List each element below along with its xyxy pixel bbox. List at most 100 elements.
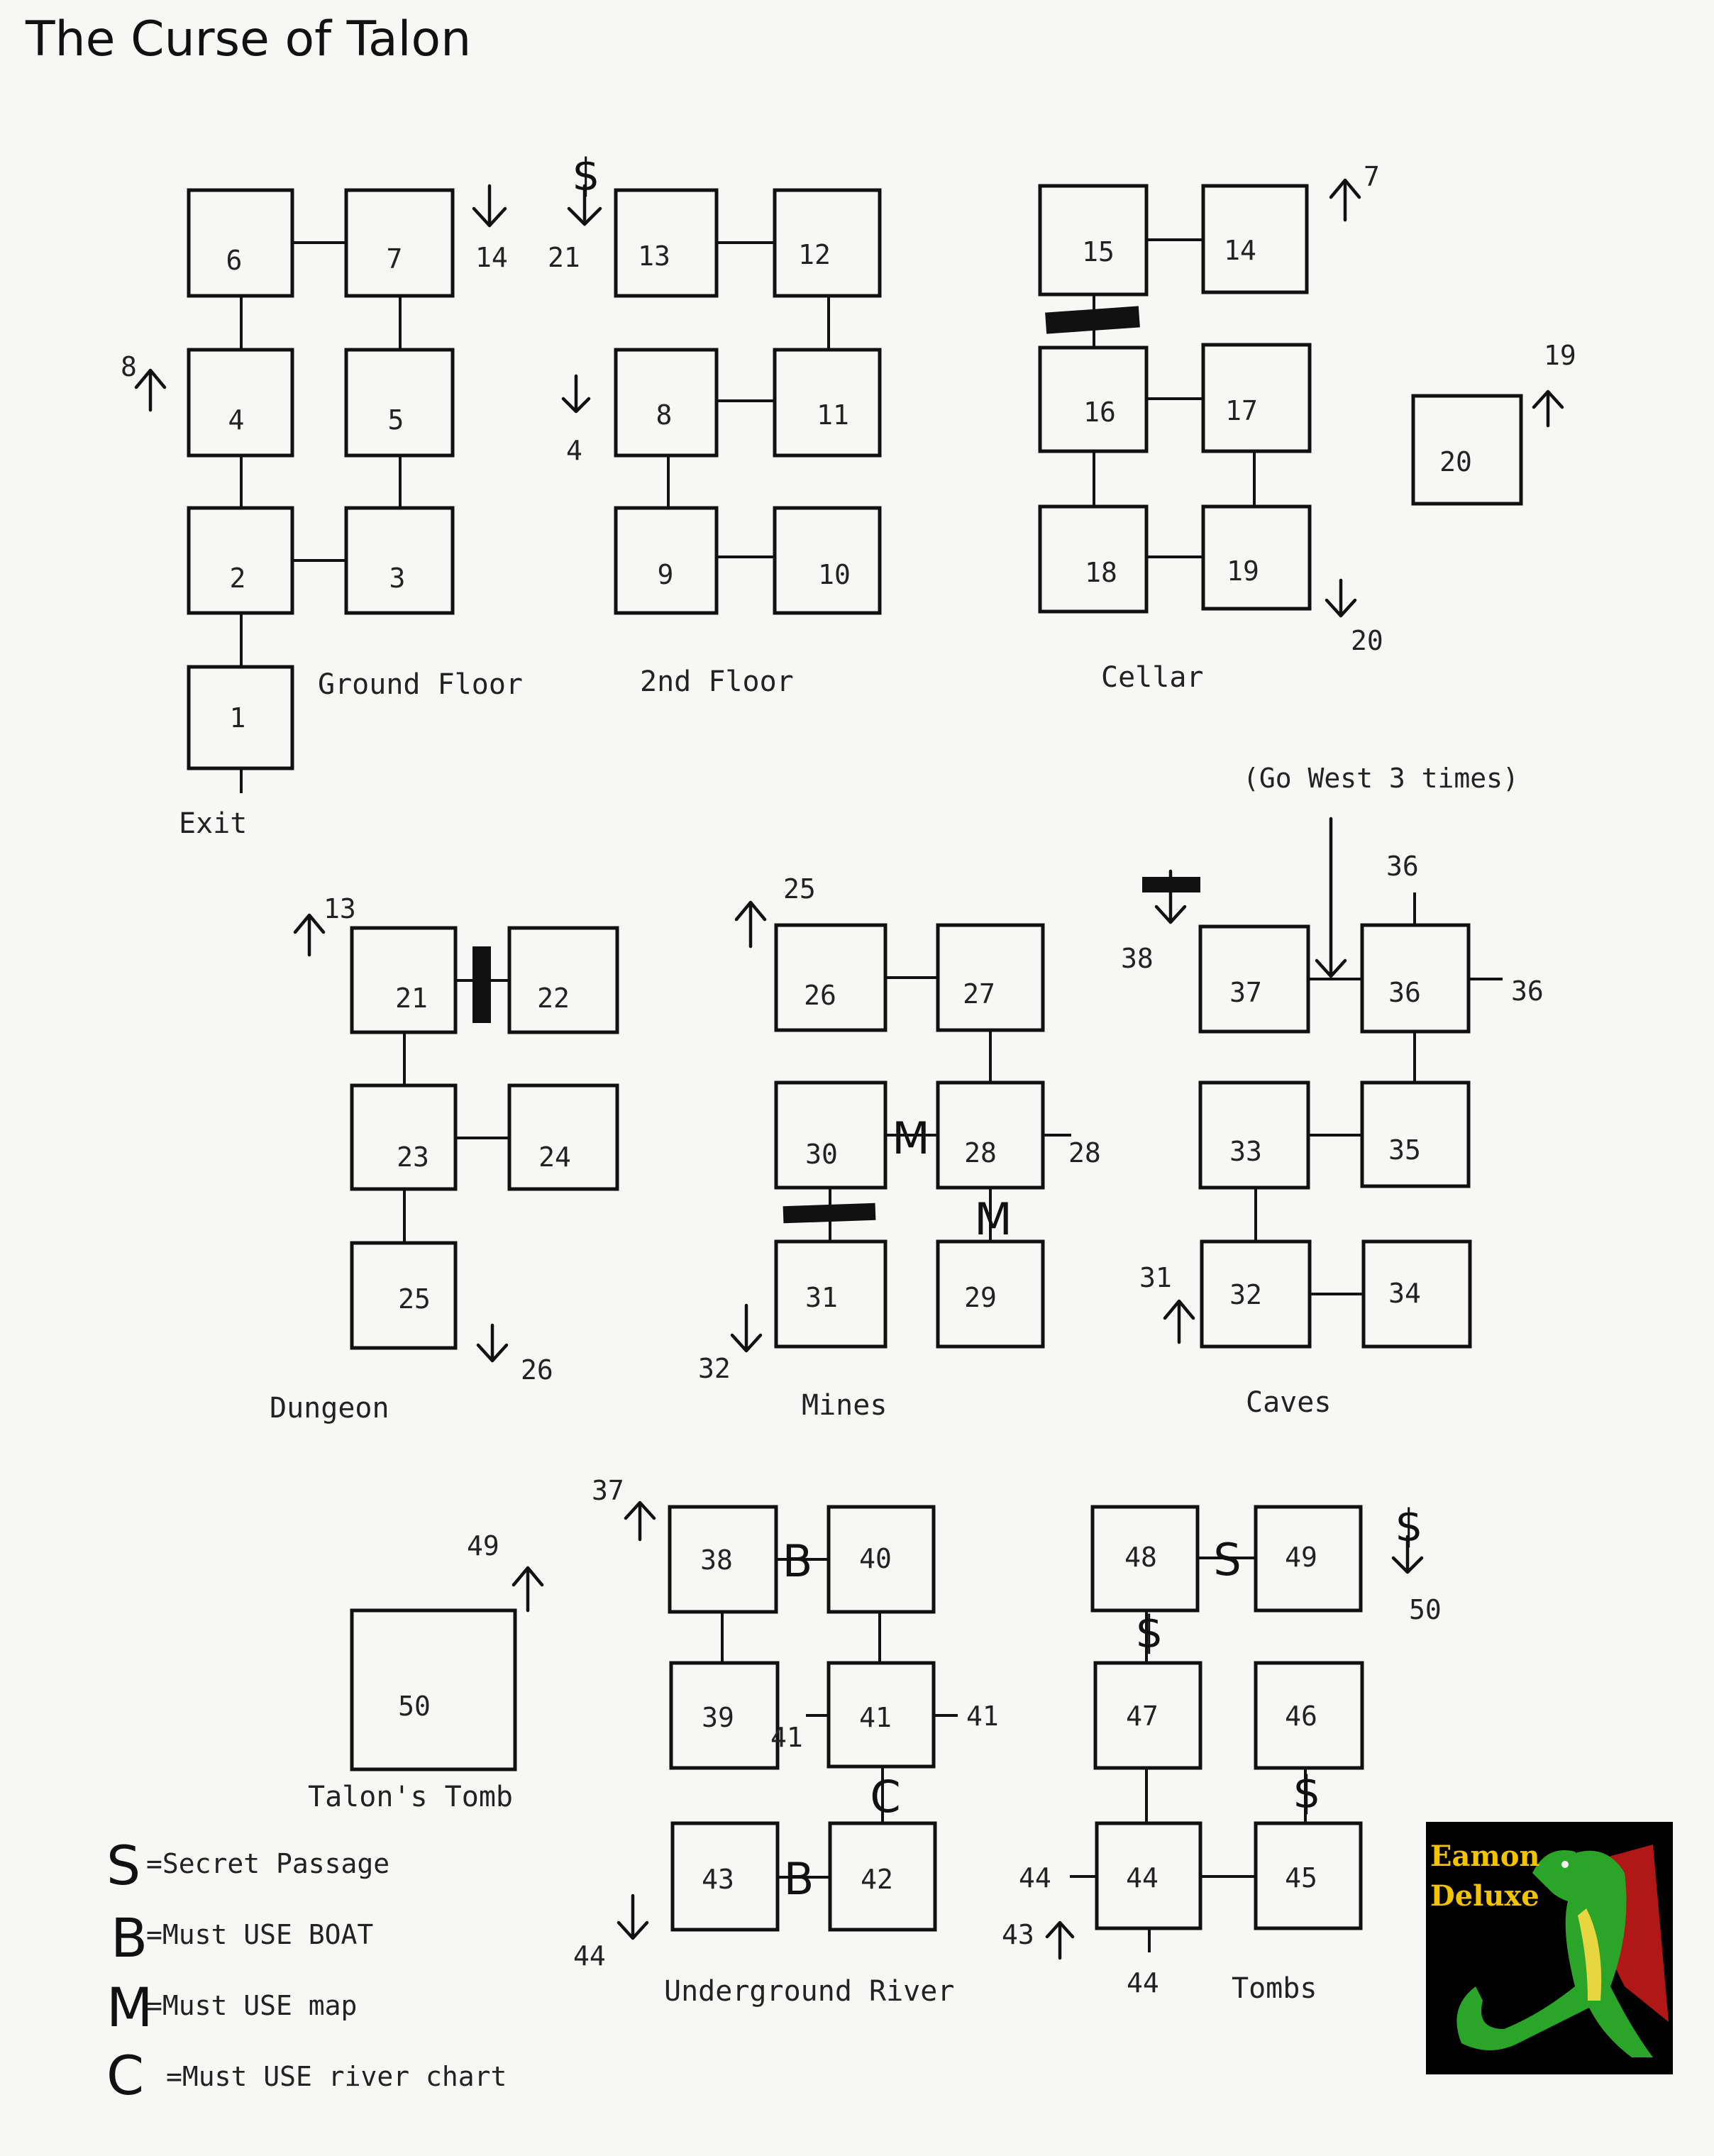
exit-label: 38 [1121,943,1154,974]
svg-text:33: 33 [1229,1136,1262,1167]
svg-text:4: 4 [228,404,245,436]
room-40: 40 [826,1505,936,1614]
svg-text:35: 35 [1388,1134,1421,1166]
room-12: 12 [773,188,882,298]
exit-label: Exit [179,807,247,840]
svg-text:45: 45 [1285,1862,1317,1894]
exit-label: 36 [1386,851,1419,882]
svg-text:46: 46 [1285,1701,1317,1732]
room-41: 41 [826,1661,936,1769]
svg-text:11: 11 [817,399,849,431]
legend-text: =Secret Passage [146,1848,389,1879]
room-29: 29 [936,1239,1045,1349]
exit-label: 21 [548,242,580,273]
exit-label: 14 [475,242,508,273]
up-arrow-icon [1329,178,1361,222]
room-38: 38 [668,1505,778,1614]
boat-required-icon: B [784,1853,814,1905]
svg-text:9: 9 [658,559,674,590]
cellar-section: 15 14 16 17 18 19 20 7 20 19 Cellar [1038,161,1576,694]
room-19: 19 [1201,504,1312,611]
section-label: Cellar [1101,661,1204,694]
room-9: 9 [614,506,719,615]
up-arrow-icon [734,900,767,949]
room-35: 35 [1360,1080,1471,1188]
talons-tomb-section: 50 49 Talon's Tomb [308,1530,544,1813]
down-arrow-icon [476,1323,509,1363]
svg-text:30: 30 [805,1139,838,1170]
room-22: 22 [507,926,619,1034]
section-label: Caves [1246,1386,1331,1419]
room-32: 32 [1200,1239,1312,1349]
svg-text:24: 24 [538,1141,571,1173]
down-arrow-icon [617,1894,649,1940]
treasure-icon: $ [1293,1767,1320,1818]
room-14: 14 [1201,184,1309,294]
svg-text:6: 6 [226,245,243,276]
exit-label: 26 [521,1354,553,1386]
svg-text:10: 10 [818,559,851,590]
exit-label: 41 [966,1701,999,1732]
room-21: 21 [350,926,458,1034]
exit-label: 49 [467,1530,499,1561]
room-2: 2 [187,506,294,615]
legend-symbol: C [106,2044,144,2107]
boat-required-icon: B [783,1535,813,1587]
up-arrow-icon [512,1566,544,1613]
room-3: 3 [344,506,455,615]
exit-label: 28 [1068,1137,1101,1168]
svg-text:48: 48 [1124,1542,1157,1573]
svg-text:41: 41 [859,1702,892,1733]
ground-floor-section: 6 7 4 5 2 3 1 14 8 Ground Floor Exit [121,184,523,840]
room-46: 46 [1254,1661,1364,1770]
room-6: 6 [187,188,294,298]
svg-text:28: 28 [964,1137,997,1168]
svg-text:49: 49 [1285,1542,1317,1573]
svg-text:31: 31 [805,1282,838,1313]
svg-text:14: 14 [1224,235,1256,266]
svg-text:23: 23 [397,1141,429,1173]
map-required-icon: M [974,1193,1012,1245]
svg-text:18: 18 [1085,557,1117,588]
room-39: 39 [669,1661,780,1770]
room-36: 36 [1360,923,1471,1034]
up-arrow-icon [624,1500,656,1542]
svg-text:16: 16 [1083,397,1116,428]
exit-label: 44 [1019,1862,1051,1894]
legend: S =Secret Passage B =Must USE BOAT M =Mu… [106,1834,507,2107]
room-15: 15 [1038,184,1149,297]
section-label: Talon's Tomb [308,1781,513,1813]
svg-text:17: 17 [1225,395,1258,426]
up-arrow-icon [134,368,167,412]
svg-text:5: 5 [388,404,404,436]
down-arrow-icon [567,184,602,226]
svg-text:50: 50 [398,1691,431,1722]
exit-label: 31 [1139,1262,1172,1293]
svg-text:15: 15 [1082,236,1115,267]
room-47: 47 [1093,1661,1202,1770]
second-floor-section: 13 12 8 11 9 10 $ 21 4 2nd Floor [548,149,882,698]
map-title: The Curse of Talon [25,11,471,67]
down-arrow-icon [1154,869,1187,924]
up-arrow-icon [1045,1920,1075,1960]
secret-passage-icon: S [1213,1534,1241,1586]
svg-text:25: 25 [398,1283,431,1315]
legend-text: =Must USE BOAT [146,1919,373,1950]
section-label: Tombs [1232,1972,1317,2005]
caves-section: (Go West 3 times) 37 36 33 35 32 34 38 3… [1121,763,1544,1419]
svg-text:12: 12 [798,239,831,270]
section-label: Mines [802,1389,887,1422]
room-10: 10 [773,506,882,615]
room-11: 11 [773,348,882,458]
chart-required-icon: C [870,1771,900,1823]
mines-section: M M 26 27 30 28 31 29 25 32 28 Mines [698,873,1101,1422]
room-8: 8 [614,348,719,458]
treasure-icon: $ [1135,1606,1163,1658]
exit-label: 7 [1364,161,1380,192]
logo-line-2: Deluxe [1430,1879,1539,1913]
svg-text:26: 26 [804,980,836,1011]
room-45: 45 [1254,1821,1363,1930]
blocked-passage-icon [1045,306,1140,334]
tombs-section: S $ $ 48 49 47 46 44 45 $ 50 44 44 43 To… [1002,1500,1442,2005]
underground-river-section: B C B 38 40 39 41 43 42 37 41 41 44 Unde… [573,1475,999,2008]
